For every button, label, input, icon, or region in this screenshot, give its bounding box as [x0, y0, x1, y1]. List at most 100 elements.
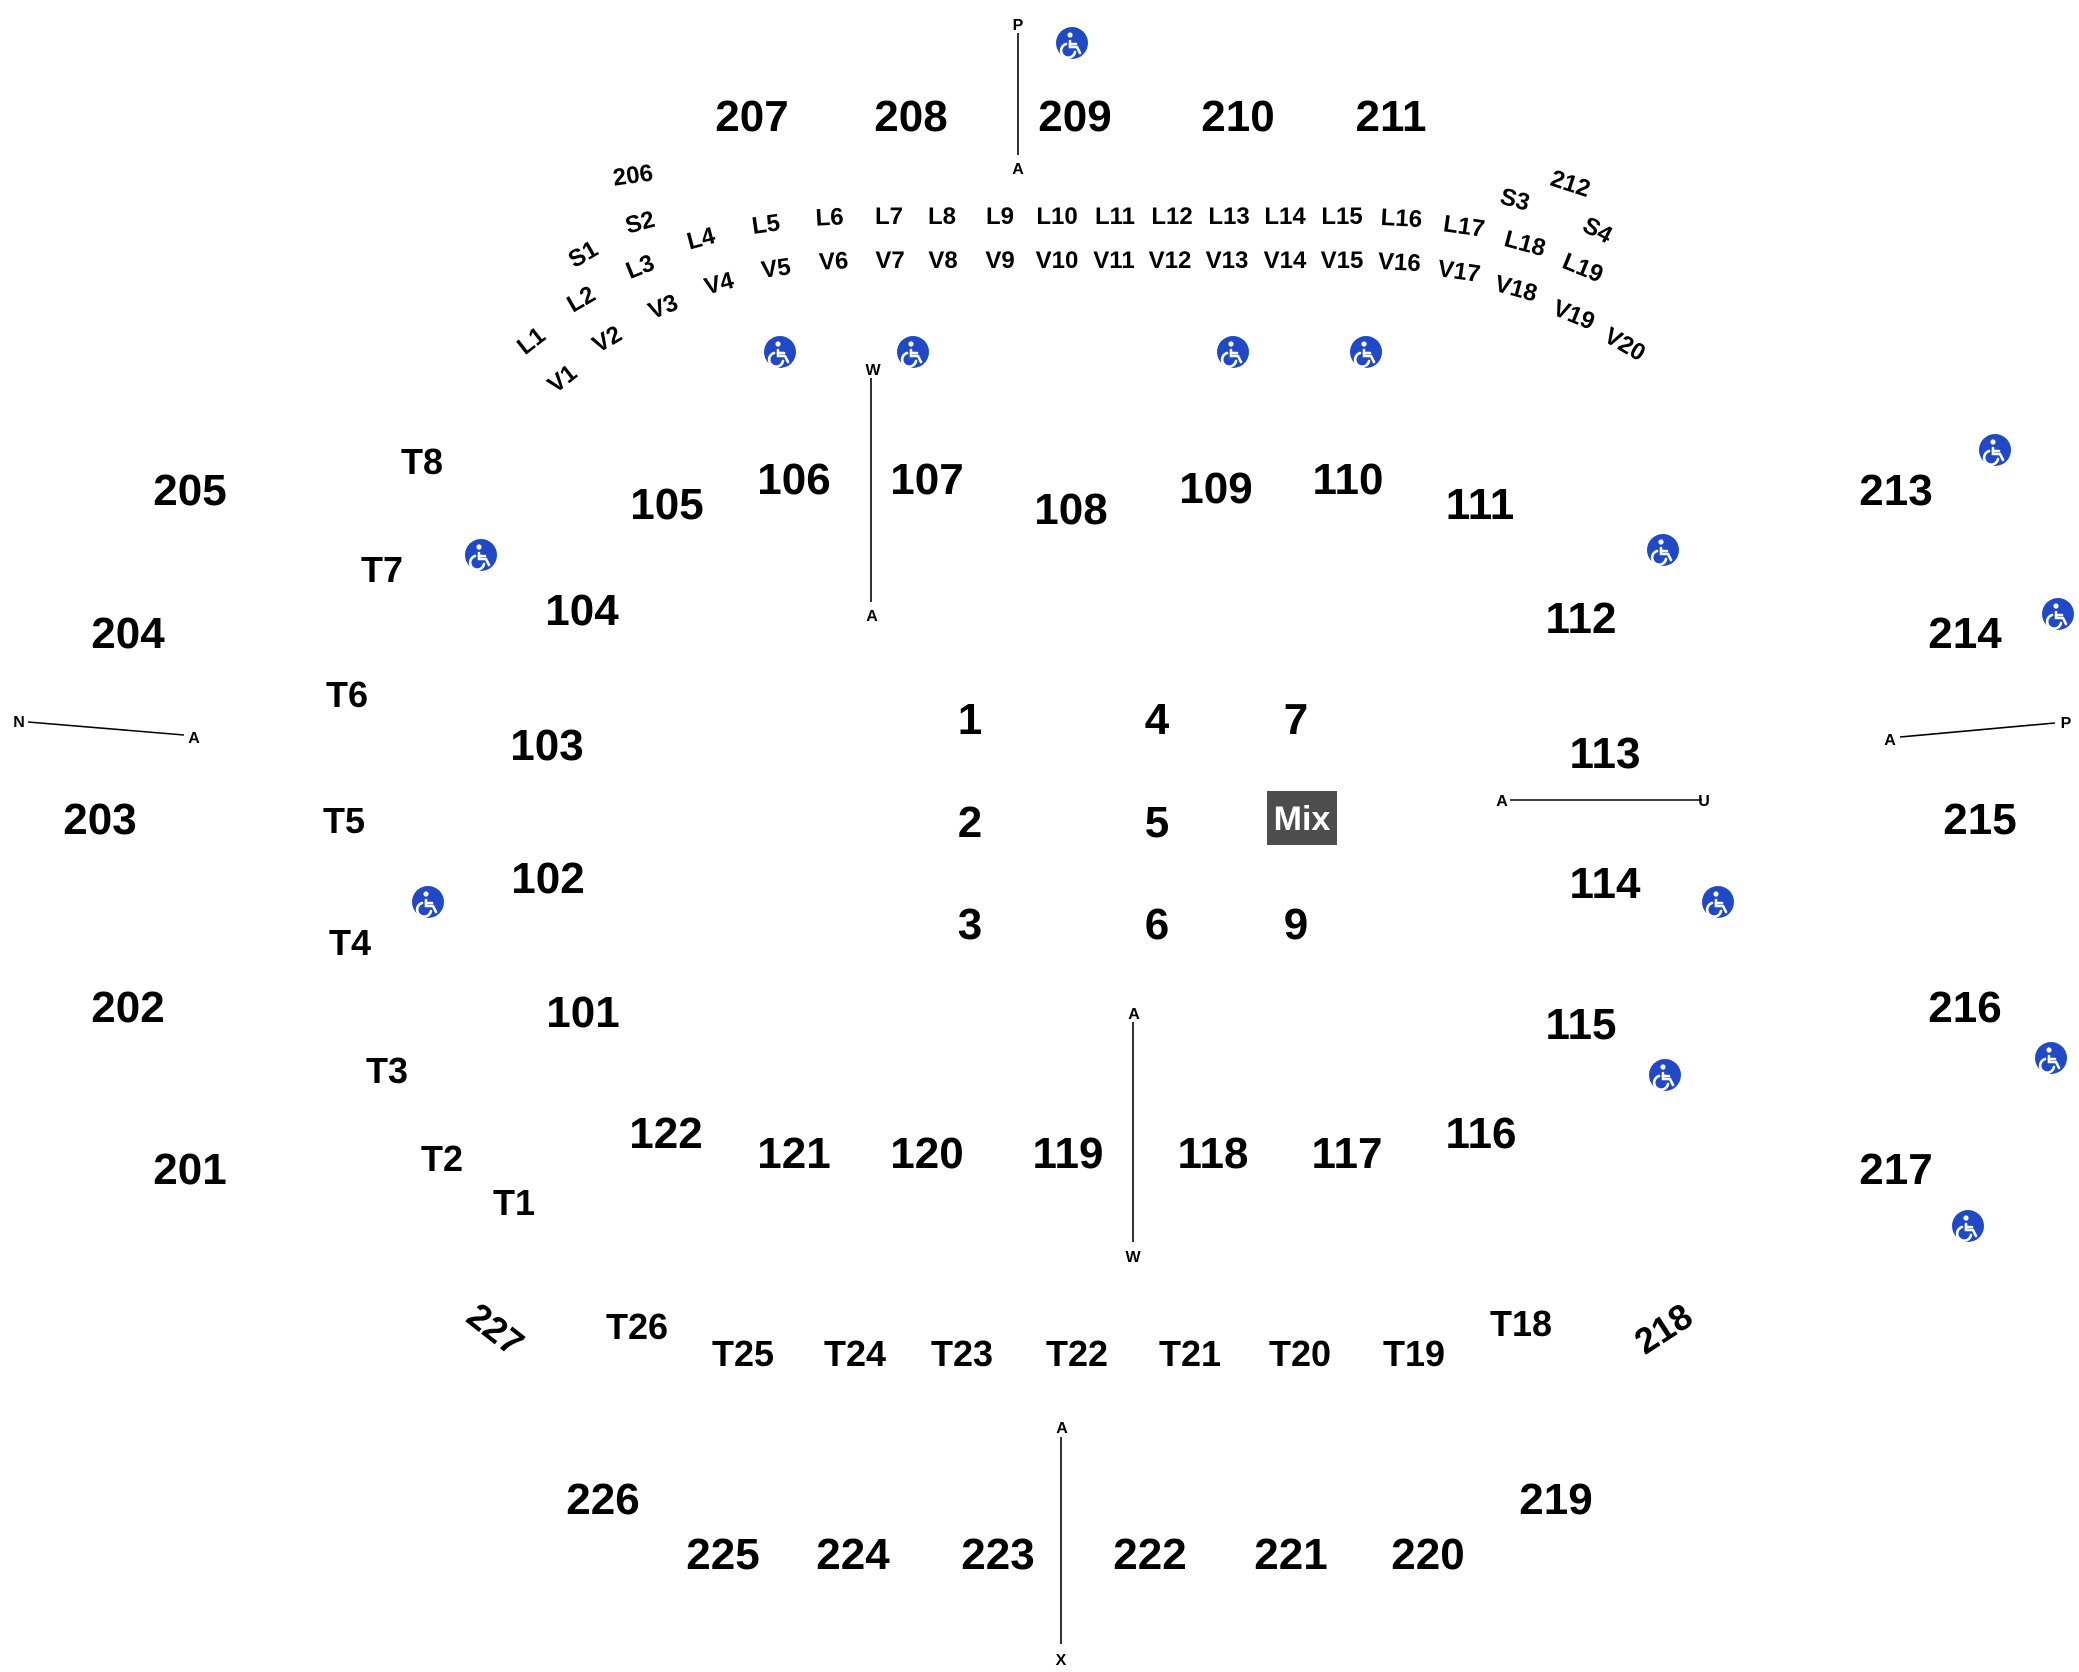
loge-box[interactable]: L14 — [1264, 203, 1306, 230]
section-115[interactable]: 115 — [1546, 1000, 1617, 1049]
section-208[interactable]: 208 — [874, 92, 947, 141]
section-227[interactable]: 227 — [459, 1295, 532, 1364]
vip-box[interactable]: V10 — [1036, 247, 1079, 274]
wheelchair-icon[interactable] — [2040, 596, 2076, 632]
section-209[interactable]: 209 — [1038, 92, 1111, 141]
section-114[interactable]: 114 — [1570, 859, 1642, 908]
section-116[interactable]: 116 — [1446, 1109, 1517, 1158]
wheelchair-icon[interactable] — [2033, 1040, 2069, 1076]
table-T8[interactable]: T8 — [401, 441, 443, 482]
section-119[interactable]: 119 — [1033, 1129, 1104, 1178]
vip-box[interactable]: V13 — [1206, 247, 1249, 274]
section-205[interactable]: 205 — [153, 466, 226, 515]
table-T2[interactable]: T2 — [421, 1138, 463, 1179]
wheelchair-icon[interactable] — [1054, 25, 1090, 61]
section-201[interactable]: 201 — [153, 1145, 226, 1194]
section-206[interactable]: 206 — [611, 159, 654, 191]
wheelchair-icon[interactable] — [762, 334, 798, 370]
vip-box[interactable]: V18 — [1492, 270, 1540, 307]
section-221[interactable]: 221 — [1254, 1530, 1327, 1579]
floor-section-7[interactable]: 7 — [1284, 695, 1308, 744]
table-T24[interactable]: T24 — [824, 1333, 886, 1374]
table-T18[interactable]: T18 — [1490, 1303, 1552, 1344]
floor-section-6[interactable]: 6 — [1145, 900, 1169, 949]
wheelchair-icon[interactable] — [1348, 334, 1384, 370]
section-110[interactable]: 110 — [1313, 455, 1384, 504]
section-112[interactable]: 112 — [1546, 594, 1617, 643]
loge-box[interactable]: L13 — [1208, 203, 1249, 230]
floor-section-5[interactable]: 5 — [1145, 798, 1169, 847]
floor-section-1[interactable]: 1 — [958, 695, 982, 744]
table-T21[interactable]: T21 — [1159, 1333, 1221, 1374]
loge-box[interactable]: L5 — [750, 209, 782, 240]
vip-box[interactable]: V4 — [701, 267, 737, 301]
section-102[interactable]: 102 — [511, 854, 584, 903]
floor-section-2[interactable]: 2 — [958, 798, 982, 847]
section-108[interactable]: 108 — [1034, 485, 1107, 534]
section-117[interactable]: 117 — [1312, 1129, 1383, 1178]
section-212[interactable]: 212 — [1547, 165, 1593, 203]
wheelchair-icon[interactable] — [1977, 432, 2013, 468]
suite-S4[interactable]: S4 — [1578, 212, 1617, 250]
table-T22[interactable]: T22 — [1046, 1333, 1108, 1374]
table-T19[interactable]: T19 — [1383, 1333, 1445, 1374]
section-105[interactable]: 105 — [630, 480, 703, 529]
suite-S1[interactable]: S1 — [564, 235, 603, 273]
loge-box[interactable]: L16 — [1380, 204, 1423, 233]
loge-box[interactable]: L12 — [1151, 203, 1192, 230]
loge-box[interactable]: L2 — [562, 281, 600, 318]
section-113[interactable]: 113 — [1570, 729, 1641, 778]
section-214[interactable]: 214 — [1928, 609, 2002, 658]
vip-box[interactable]: V16 — [1377, 248, 1421, 277]
section-217[interactable]: 217 — [1859, 1145, 1932, 1194]
table-T7[interactable]: T7 — [361, 549, 403, 590]
section-215[interactable]: 215 — [1943, 795, 2016, 844]
vip-box[interactable]: V8 — [928, 247, 957, 274]
section-204[interactable]: 204 — [91, 609, 165, 658]
wheelchair-icon[interactable] — [1215, 334, 1251, 370]
section-207[interactable]: 207 — [715, 92, 788, 141]
section-211[interactable]: 211 — [1356, 92, 1427, 141]
floor-section-9[interactable]: 9 — [1284, 900, 1308, 949]
section-104[interactable]: 104 — [545, 586, 619, 635]
section-103[interactable]: 103 — [510, 721, 583, 770]
vip-box[interactable]: V14 — [1264, 247, 1307, 274]
wheelchair-icon[interactable] — [1700, 884, 1736, 920]
table-T23[interactable]: T23 — [931, 1333, 993, 1374]
section-107[interactable]: 107 — [890, 455, 963, 504]
loge-box[interactable]: L10 — [1036, 203, 1077, 230]
loge-box[interactable]: L8 — [928, 203, 956, 230]
table-T4[interactable]: T4 — [329, 922, 371, 963]
table-T25[interactable]: T25 — [712, 1333, 774, 1374]
vip-box[interactable]: V3 — [645, 289, 682, 325]
section-220[interactable]: 220 — [1391, 1530, 1464, 1579]
vip-box[interactable]: V12 — [1149, 247, 1192, 274]
suite-S2[interactable]: S2 — [622, 206, 657, 240]
suite-S3[interactable]: S3 — [1497, 183, 1532, 217]
vip-box[interactable]: V7 — [875, 247, 904, 274]
section-118[interactable]: 118 — [1178, 1129, 1249, 1178]
vip-box[interactable]: V15 — [1321, 247, 1364, 274]
section-219[interactable]: 219 — [1519, 1475, 1592, 1524]
section-122[interactable]: 122 — [629, 1109, 702, 1158]
section-224[interactable]: 224 — [816, 1530, 890, 1579]
loge-box[interactable]: L7 — [875, 203, 903, 230]
section-120[interactable]: 120 — [890, 1129, 963, 1178]
wheelchair-icon[interactable] — [463, 537, 499, 573]
section-210[interactable]: 210 — [1201, 92, 1274, 141]
vip-box[interactable]: V17 — [1436, 255, 1482, 288]
wheelchair-icon[interactable] — [895, 334, 931, 370]
vip-box[interactable]: V20 — [1600, 322, 1650, 367]
vip-box[interactable]: V1 — [543, 359, 583, 398]
table-T3[interactable]: T3 — [366, 1050, 408, 1091]
section-121[interactable]: 121 — [757, 1129, 830, 1178]
vip-box[interactable]: V2 — [588, 320, 627, 358]
loge-box[interactable]: L15 — [1321, 203, 1362, 230]
section-225[interactable]: 225 — [686, 1530, 759, 1579]
wheelchair-icon[interactable] — [1645, 532, 1681, 568]
section-203[interactable]: 203 — [63, 795, 136, 844]
table-T1[interactable]: T1 — [493, 1182, 535, 1223]
loge-box[interactable]: L9 — [986, 203, 1014, 230]
floor-section-3[interactable]: 3 — [958, 900, 982, 949]
vip-box[interactable]: V9 — [985, 247, 1014, 274]
